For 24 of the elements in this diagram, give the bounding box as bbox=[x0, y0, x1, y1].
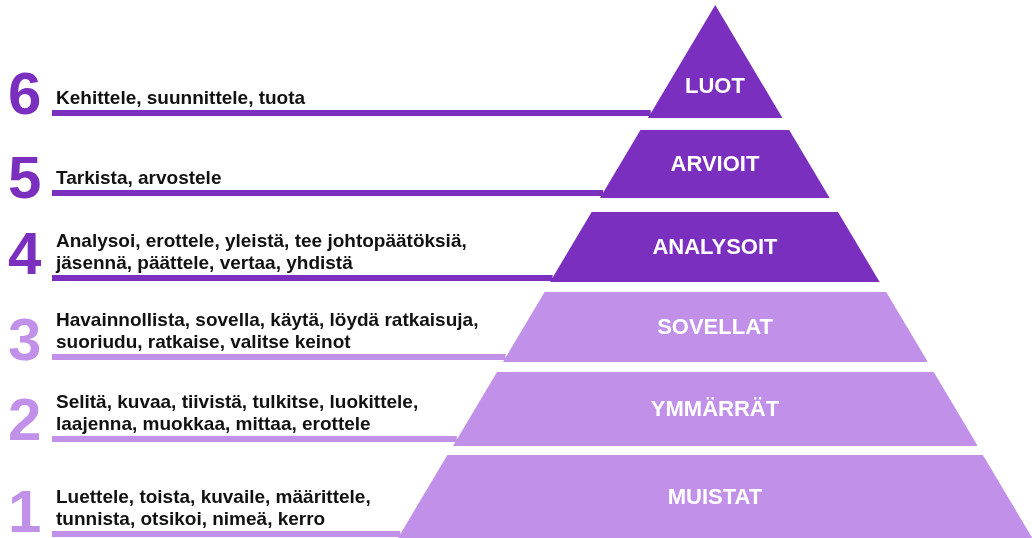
layer-label: MUISTAT bbox=[667, 483, 763, 510]
layer-label: ANALYSOIT bbox=[652, 234, 778, 260]
layer-label: SOVELLAT bbox=[657, 314, 773, 340]
level-number: 4 bbox=[8, 226, 42, 282]
connector-line bbox=[52, 354, 506, 360]
level-number: 5 bbox=[8, 150, 42, 206]
connector-line bbox=[52, 531, 401, 537]
verb-list: Havainnollista, sovella, käytä, löydä ratkaisuja, suoriudu, ratkaise, valitse keinot bbox=[52, 309, 526, 353]
layer-label: LUOT bbox=[685, 73, 745, 100]
layer-label: ARVIOIT bbox=[670, 151, 760, 177]
level-number: 1 bbox=[8, 484, 42, 538]
verb-list: Selitä, kuvaa, tiivistä, tulkitse, luokittele, laajenna, muokkaa, mittaa, erottele bbox=[52, 391, 477, 435]
layer-label: YMMÄRRÄT bbox=[650, 396, 780, 422]
connector-line bbox=[52, 110, 651, 116]
level-number: 2 bbox=[8, 392, 42, 448]
verb-list: Kehittele, suunnittele, tuota bbox=[52, 87, 546, 109]
connector-line bbox=[52, 436, 457, 442]
verb-list: Analysoi, erottele, yleistä, tee johtopäätöksiä, jäsennä, päättele, vertaa, yhdistä bbox=[52, 230, 546, 274]
verb-list: Luettele, toista, kuvaile, määrittele, tunnista, otsikoi, nimeä, kerro bbox=[52, 486, 420, 530]
level-number: 6 bbox=[8, 66, 42, 122]
connector-line bbox=[52, 190, 604, 196]
connector-line bbox=[52, 275, 553, 281]
level-number: 3 bbox=[8, 312, 42, 368]
verb-list: Tarkista, arvostele bbox=[52, 167, 546, 189]
